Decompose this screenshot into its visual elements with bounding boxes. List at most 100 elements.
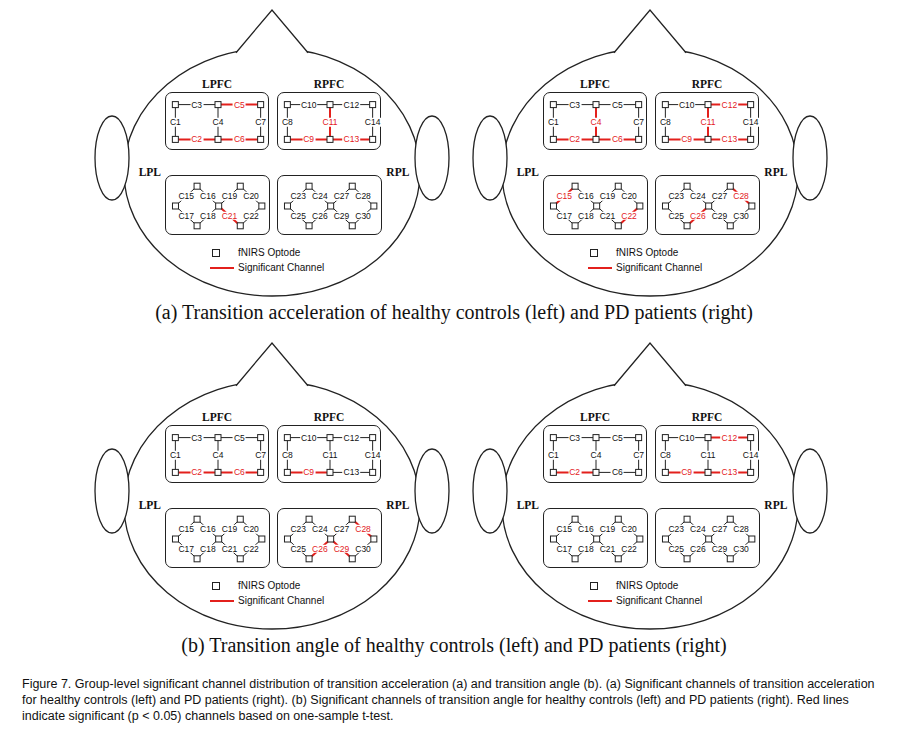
legend-entry: Significant Channel: [210, 595, 324, 607]
channel-label: C15: [177, 525, 195, 534]
optode-square: [615, 223, 621, 229]
channel-label: C29: [711, 545, 729, 554]
region-box: RPFCC10C12C8C11C14C9C13: [277, 92, 381, 150]
optode-square: [662, 435, 668, 441]
channel-label: C6: [611, 468, 624, 477]
optode-square: [328, 203, 334, 209]
channel-label: C23: [667, 192, 685, 201]
channel-label: C25: [667, 212, 685, 221]
optode-square: [593, 469, 599, 475]
channel-label: C19: [599, 525, 617, 534]
channel-label: C23: [289, 525, 307, 534]
legend-entry: fNIRS Optode: [588, 580, 678, 592]
channel-label: C5: [233, 433, 246, 442]
optode-square: [194, 556, 200, 562]
optode-square: [172, 469, 178, 475]
channel-swatch: [588, 263, 612, 273]
channel-label: C9: [302, 135, 315, 144]
optode-square: [615, 183, 621, 189]
region-box: RPLC23C24C27C28C25C26C29C30: [655, 508, 760, 568]
optode-square: [748, 469, 754, 475]
channel-label: C25: [289, 545, 307, 554]
channel-label: C18: [199, 545, 217, 554]
optode-square: [284, 136, 290, 142]
channel-label: C21: [221, 545, 239, 554]
region-label: LPL: [517, 500, 539, 512]
channel-label: C18: [577, 212, 595, 221]
subfigure-caption: (a) Transition acceleration of healthy c…: [0, 300, 908, 324]
region-label: RPL: [764, 167, 787, 179]
optode-square: [637, 203, 643, 209]
channel-label: C24: [311, 525, 329, 534]
optode-swatch: [588, 581, 612, 591]
channel-label: C5: [611, 100, 624, 109]
optode-square: [172, 435, 178, 441]
optode-square: [258, 435, 264, 441]
region-box: RPLC23C24C27C28C25C26C29C30: [655, 175, 760, 235]
channel-label: C28: [732, 525, 750, 534]
legend-entry: Significant Channel: [588, 262, 702, 274]
legend-text: fNIRS Optode: [238, 580, 300, 592]
channel-label: C9: [680, 135, 693, 144]
optode-square: [306, 223, 312, 229]
channel-label: C7: [254, 118, 267, 127]
legend-text: fNIRS Optode: [616, 247, 678, 259]
channel-label: C10: [678, 433, 696, 442]
optode-square: [216, 536, 222, 542]
optode-square: [349, 556, 355, 562]
channel-label: C21: [221, 212, 239, 221]
channel-label: C3: [568, 100, 581, 109]
optode-square: [258, 469, 264, 475]
region-label: LPFC: [202, 412, 232, 424]
channel-label: C26: [689, 545, 707, 554]
channel-label: C25: [667, 545, 685, 554]
optode-layout: [544, 176, 649, 236]
optode-square: [550, 102, 556, 108]
channel-label: C4: [212, 451, 225, 460]
optode-square: [327, 136, 333, 142]
head-outline: [473, 343, 827, 629]
optode-square: [349, 516, 355, 522]
optode-swatch: [210, 581, 234, 591]
region-label: LPL: [139, 167, 161, 179]
channel-label: C22: [620, 212, 638, 221]
channel-label: C27: [711, 192, 729, 201]
channel-label: C26: [311, 545, 329, 554]
region-box: LPLC15C16C19C20C17C18C21C22: [165, 175, 270, 235]
ear-outline: [473, 449, 507, 533]
channel-label: C14: [742, 118, 760, 127]
ear-outline: [415, 449, 449, 533]
optode-square: [593, 102, 599, 108]
optode-layout: [278, 509, 383, 569]
channel-swatch: [210, 596, 234, 606]
optode-square: [215, 469, 221, 475]
channel-label: C9: [680, 468, 693, 477]
optode-square: [727, 556, 733, 562]
channel-label: C14: [364, 451, 382, 460]
legend-text: fNIRS Optode: [616, 580, 678, 592]
optode-square: [349, 223, 355, 229]
region-box: LPFCC3C5C1C4C7C2C6: [543, 425, 647, 483]
optode-square: [215, 435, 221, 441]
ear-outline: [473, 116, 507, 200]
channel-label: C20: [242, 525, 260, 534]
region-label: RPFC: [314, 79, 345, 91]
legend-text: fNIRS Optode: [238, 247, 300, 259]
channel-label: C28: [354, 192, 372, 201]
optode-square: [662, 536, 668, 542]
channel-label: C6: [233, 135, 246, 144]
optode-square: [748, 102, 754, 108]
region-label: LPFC: [202, 79, 232, 91]
channel-label: C17: [555, 212, 573, 221]
optode-layout: [656, 509, 761, 569]
channel-label: C2: [190, 468, 203, 477]
region-label: LPFC: [580, 412, 610, 424]
optode-square: [572, 516, 578, 522]
region-label: RPL: [764, 500, 787, 512]
optode-square: [258, 136, 264, 142]
channel-label: C15: [177, 192, 195, 201]
optode-square: [370, 435, 376, 441]
channel-label: C10: [300, 100, 318, 109]
optode-square: [237, 223, 243, 229]
